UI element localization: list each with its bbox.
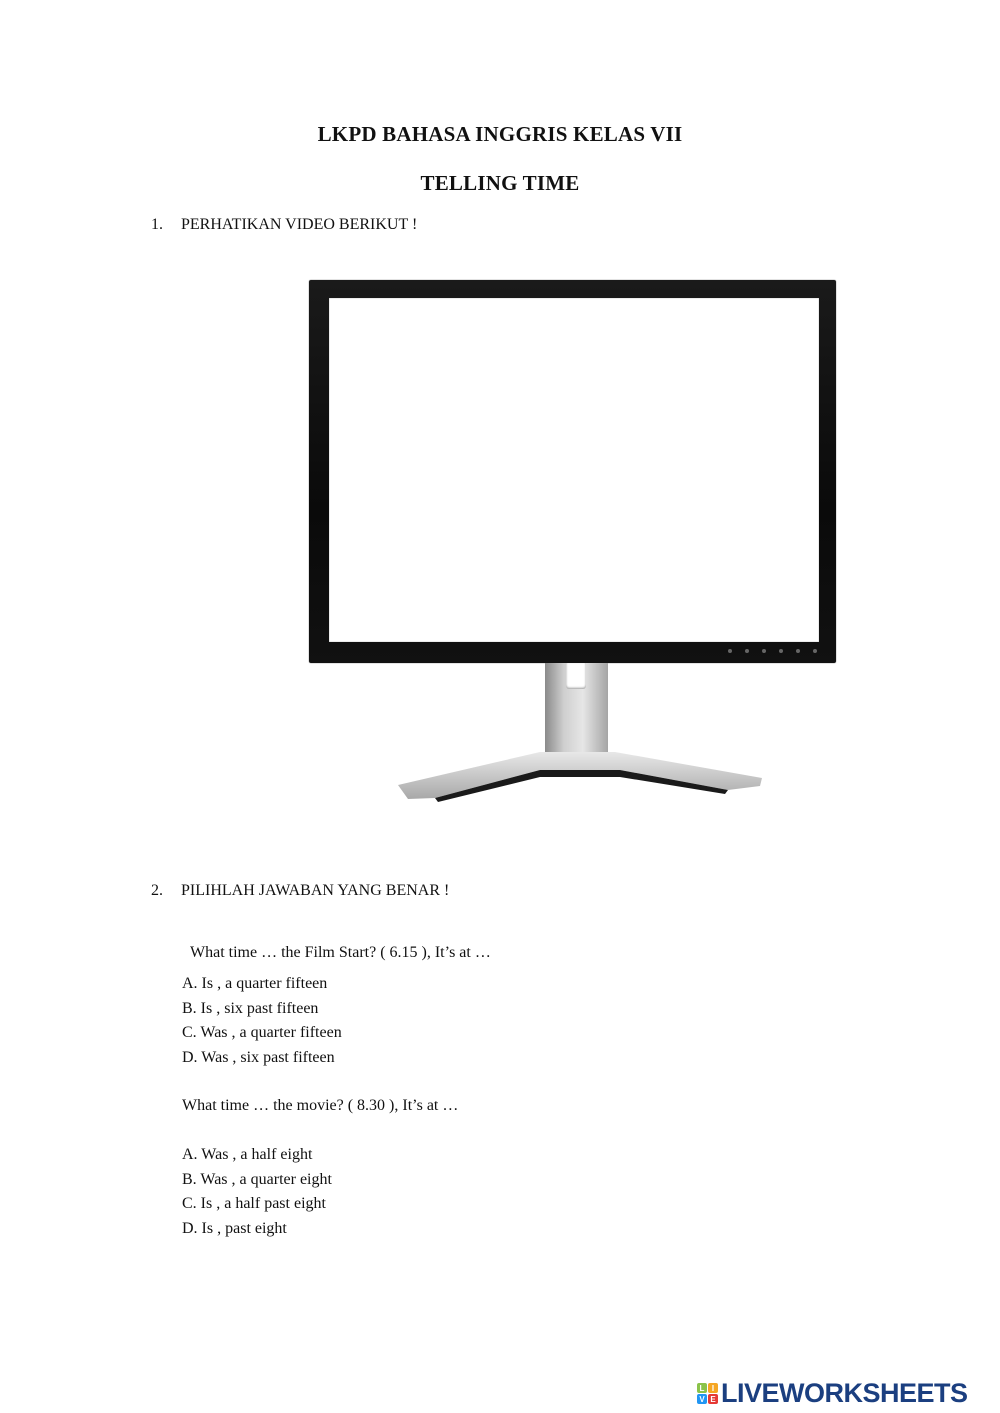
question-1-text: What time … the Film Start? ( 6.15 ), It… xyxy=(190,944,491,961)
option-d[interactable]: D. Was , six past fifteen xyxy=(182,1048,335,1066)
liveworksheets-logo: L I V E LIVEWORKSHEETS xyxy=(697,1378,968,1409)
question-2-options: A. Was , a half eight B. Was , a quarter… xyxy=(182,1143,332,1241)
option-d[interactable]: D. Is , past eight xyxy=(182,1219,287,1237)
monitor-button-icon xyxy=(762,649,766,653)
section-1-heading: 1. PERHATIKAN VIDEO BERIKUT ! xyxy=(151,216,417,234)
live-grid-icon: L I V E xyxy=(697,1383,718,1404)
logo-letter-e: E xyxy=(708,1394,718,1404)
monitor-button-icon xyxy=(745,649,749,653)
section-1-number: 1. xyxy=(151,216,163,233)
question-1-options: A. Is , a quarter fifteen B. Is , six pa… xyxy=(182,972,342,1070)
brand-name: LIVEWORKSHEETS xyxy=(721,1378,968,1408)
option-b[interactable]: B. Was , a quarter eight xyxy=(182,1170,332,1188)
option-b[interactable]: B. Is , six past fifteen xyxy=(182,999,319,1017)
document-subtitle: TELLING TIME xyxy=(420,171,580,195)
monitor-stand-slot xyxy=(566,663,586,689)
video-screen[interactable] xyxy=(329,298,819,642)
section-1-instruction: PERHATIKAN VIDEO BERIKUT ! xyxy=(181,216,418,233)
monitor-button-icon xyxy=(813,649,817,653)
section-2-number: 2. xyxy=(151,882,163,899)
section-2-instruction: PILIHLAH JAWABAN YANG BENAR ! xyxy=(181,882,450,899)
monitor-button-icon xyxy=(779,649,783,653)
question-2-text: What time … the movie? ( 8.30 ), It’s at… xyxy=(182,1097,459,1114)
monitor-button-icon xyxy=(796,649,800,653)
option-c[interactable]: C. Is , a half past eight xyxy=(182,1195,326,1212)
document-title: LKPD BAHASA INGGRIS KELAS VII xyxy=(317,122,683,146)
logo-letter-v: V xyxy=(697,1394,707,1404)
monitor-base-icon xyxy=(398,752,762,802)
option-a[interactable]: A. Was , a half eight xyxy=(182,1146,313,1163)
logo-letter-i: I xyxy=(708,1383,718,1393)
monitor-button-icon xyxy=(728,649,732,653)
option-a[interactable]: A. Is , a quarter fifteen xyxy=(182,975,328,992)
logo-letter-l: L xyxy=(697,1383,707,1393)
section-2-heading: 2. PILIHLAH JAWABAN YANG BENAR ! xyxy=(151,882,449,900)
option-c[interactable]: C. Was , a quarter fifteen xyxy=(182,1024,342,1041)
monitor-buttons xyxy=(728,649,817,653)
